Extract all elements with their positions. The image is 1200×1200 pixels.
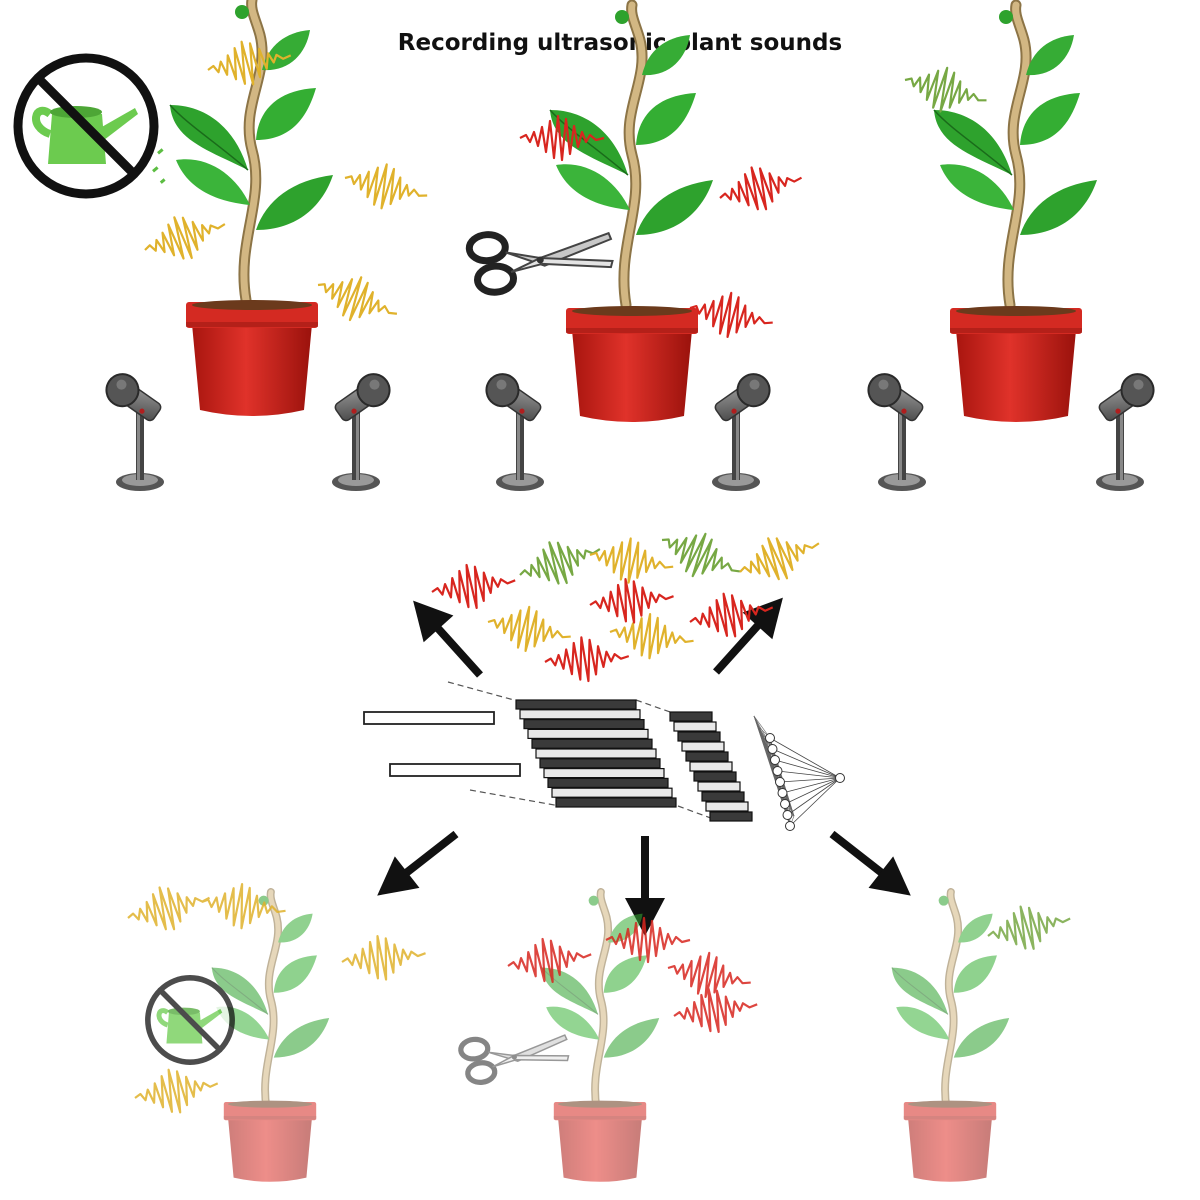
pool-layer <box>681 741 725 752</box>
microphone-icon <box>479 366 548 492</box>
neuron <box>780 799 790 809</box>
neuron <box>765 733 775 743</box>
conv-layer <box>527 728 649 740</box>
microphone-icon <box>861 366 930 492</box>
pool-layer <box>673 721 717 732</box>
group-drought <box>18 0 433 492</box>
neuron <box>767 744 778 754</box>
conv-layer <box>531 738 653 749</box>
conv-layer <box>519 709 641 720</box>
input-arrow-right <box>701 584 798 685</box>
conv-layer <box>547 777 669 789</box>
no-watering-icon <box>18 58 154 194</box>
input-spectrum-bar <box>363 711 495 725</box>
microphone-icon <box>99 366 168 492</box>
sound-wave-drought <box>137 32 433 336</box>
microphone-icon <box>328 366 397 492</box>
conv-layer <box>555 797 677 808</box>
pool-layer <box>701 791 745 802</box>
scissors-icon <box>468 226 614 294</box>
output-arrow-right <box>820 818 923 911</box>
input-spectrum-bar <box>389 763 521 777</box>
pot <box>566 306 698 422</box>
group-control <box>861 5 1161 492</box>
conv-layer <box>515 699 637 710</box>
pool-layer <box>689 761 733 772</box>
pool-layer <box>685 751 729 762</box>
neuron <box>770 755 780 765</box>
figure-title: Recording ultrasonic plant sounds <box>397 30 843 56</box>
microphone-icon <box>1092 366 1161 492</box>
output-neuron <box>835 773 845 783</box>
group-cut <box>468 5 808 492</box>
pool-layer <box>709 811 753 822</box>
neuron <box>775 777 785 787</box>
pool-layer <box>677 731 721 742</box>
output-arrow-left <box>365 818 468 911</box>
conv-layer <box>539 758 661 769</box>
conv-layer <box>551 787 673 798</box>
no-watering-icon <box>148 978 232 1062</box>
neuron <box>782 810 793 820</box>
result-cut <box>460 892 762 1182</box>
scissors-icon <box>460 1030 570 1084</box>
neuron <box>785 821 795 831</box>
pool-layer <box>669 711 713 722</box>
microphone-icon <box>708 366 777 492</box>
pool-layer <box>705 801 749 812</box>
sound-wave-cloud <box>427 518 828 686</box>
water-drops <box>152 148 166 184</box>
conv-layer <box>523 718 645 730</box>
neuron <box>777 788 788 798</box>
plant <box>934 5 1097 305</box>
neuron <box>772 766 783 776</box>
conv-layer <box>543 767 665 779</box>
pot <box>950 306 1082 422</box>
pool-layer <box>697 781 741 792</box>
neural-network-icon <box>363 681 845 831</box>
pool-layer <box>693 771 737 782</box>
result-drought <box>121 875 429 1182</box>
input-arrow-left <box>398 587 495 688</box>
result-control <box>892 892 1076 1182</box>
conv-layer <box>535 748 657 759</box>
pot <box>186 300 318 416</box>
